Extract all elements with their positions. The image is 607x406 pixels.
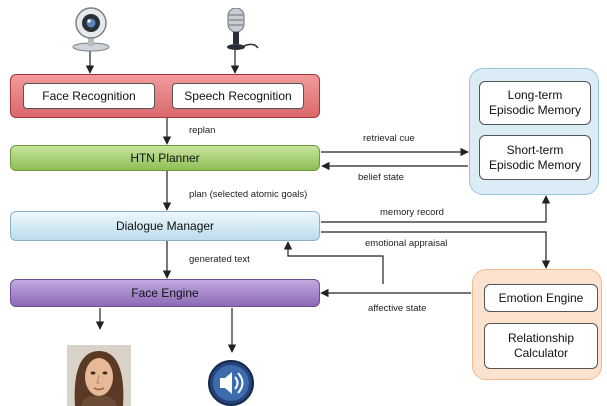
edge-label-replan: replan [189,125,216,136]
speech-recognition-box: Speech Recognition [172,83,304,109]
short-term-memory-box: Short-term Episodic Memory [479,135,591,180]
edge-label-emotional-appraisal: emotional appraisal [365,238,448,249]
long-term-memory-box: Long-term Episodic Memory [479,81,591,125]
edge-label-retrieval-cue: retrieval cue [363,133,415,144]
microphone-icon [227,8,259,50]
edge-label-plan: plan (selected atomic goals) [189,189,308,200]
edge-label-generated-text: generated text [189,254,250,265]
emotion-engine-box: Emotion Engine [484,284,598,312]
avatar-face-icon [67,345,131,406]
htn-planner-bar: HTN Planner [10,145,320,171]
face-engine-bar: Face Engine [10,279,320,307]
webcam-icon [72,7,110,52]
face-recognition-box: Face Recognition [23,83,155,109]
speaker-icon [208,360,254,406]
dialogue-manager-bar: Dialogue Manager [10,211,320,241]
relationship-calculator-box: Relationship Calculator [484,323,598,369]
edge-label-memory-record: memory record [380,207,444,218]
edge-label-affective-state: affective state [368,303,427,314]
edge-label-belief-state: belief state [358,172,404,183]
